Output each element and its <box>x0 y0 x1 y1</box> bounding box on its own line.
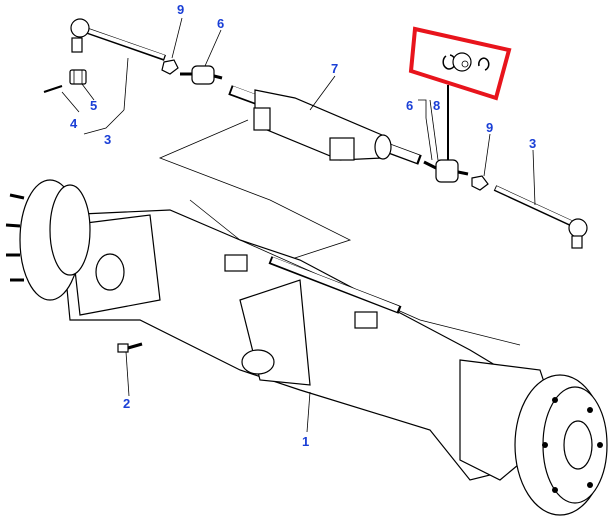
tie-rod-right[interactable] <box>493 185 588 249</box>
callout-label: 9 <box>177 2 184 17</box>
callout-label: 9 <box>486 120 493 135</box>
callout-label: 3 <box>104 132 111 147</box>
steering-cylinder[interactable] <box>228 85 422 165</box>
wheel-hub-left[interactable] <box>5 179 91 301</box>
seal-kit[interactable] <box>442 52 490 72</box>
wheel-hub-right[interactable] <box>514 374 608 516</box>
ball-joint-left[interactable] <box>180 65 223 85</box>
callout-label: 4 <box>70 116 78 131</box>
callout-label: 8 <box>433 98 440 113</box>
callout-label: 2 <box>123 396 130 411</box>
nut-left[interactable] <box>161 59 179 75</box>
callout-label: 3 <box>529 136 536 151</box>
split-pin[interactable] <box>43 85 63 93</box>
callout-label: 1 <box>302 434 309 449</box>
bolt[interactable] <box>117 342 143 353</box>
tie-rod-left[interactable] <box>70 18 166 61</box>
castle-nut[interactable] <box>69 69 87 85</box>
axle-housing[interactable] <box>59 199 561 481</box>
ball-joint-right[interactable] <box>423 159 469 183</box>
callout-label: 7 <box>331 61 338 76</box>
callout-label: 6 <box>217 16 224 31</box>
nut-right[interactable] <box>471 175 489 191</box>
callout-label: 5 <box>90 98 97 113</box>
callout-label: 6 <box>406 98 413 113</box>
highlight-box <box>408 26 512 101</box>
